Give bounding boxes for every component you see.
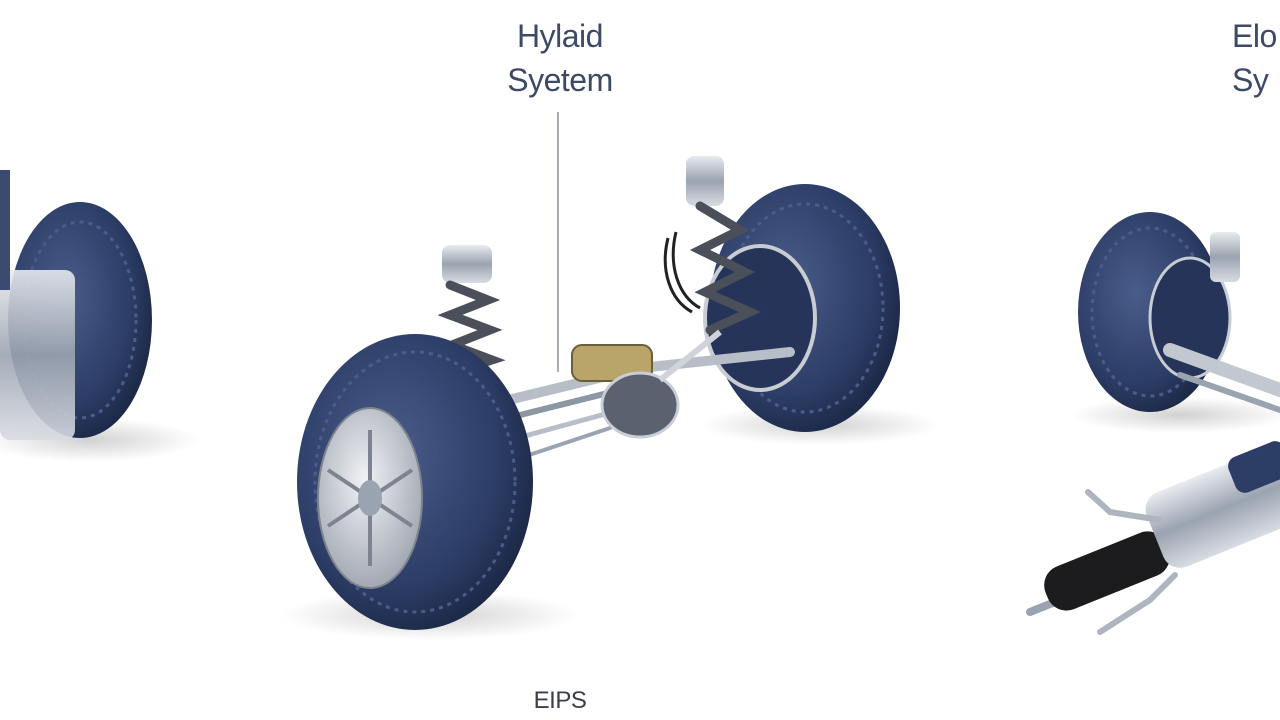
steering-rack (571, 344, 653, 382)
eps-bracket-bottom (1097, 572, 1178, 635)
left-wheel-assembly (0, 170, 200, 462)
hybrid-system-label-line2: Syetem (507, 62, 613, 98)
electric-system-label: Elo Sy (1232, 14, 1280, 102)
electric-system-label-line1: Elo (1232, 18, 1277, 54)
eps-motor-unit (1026, 441, 1280, 635)
gear-housing (600, 371, 680, 439)
rear-rim (703, 244, 817, 392)
right-wheel-assembly (1026, 212, 1280, 635)
eps-bracket-top (1085, 489, 1163, 523)
center-axle-assembly (280, 156, 940, 640)
front-strut-top (442, 245, 492, 283)
left-hub (0, 270, 75, 440)
eps-boot (1044, 531, 1170, 611)
eps-caption: EIPS (533, 687, 587, 714)
hybrid-system-label: Hylaid Syetem (470, 14, 650, 102)
right-wheel-shadow (1070, 397, 1280, 433)
front-spring (437, 280, 506, 377)
electric-system-label-line2: Sy (1232, 62, 1269, 98)
right-strut (1210, 232, 1240, 282)
hybrid-system-label-line1: Hylaid (517, 18, 603, 54)
rear-spring (689, 201, 762, 335)
rear-strut-top (686, 156, 724, 206)
